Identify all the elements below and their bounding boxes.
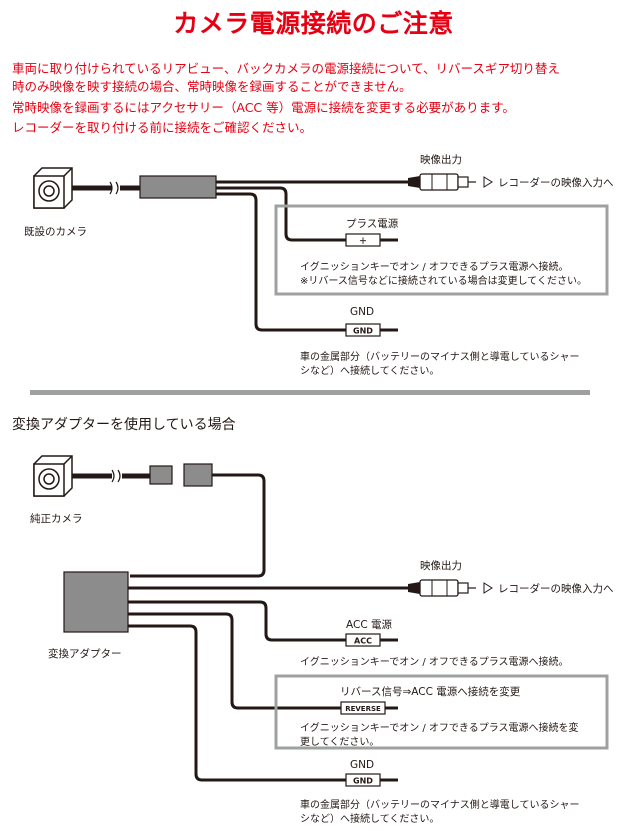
gnd-label: GND bbox=[350, 306, 375, 318]
acc-tag bbox=[345, 633, 381, 647]
acc-note: イグニッションキーでオン / オフできるプラス電源へ接続。 bbox=[300, 657, 569, 668]
arrow-right-icon-2 bbox=[483, 582, 493, 594]
page-title: カメラ電源接続のご注意 bbox=[173, 9, 454, 38]
caution-note-line-4: レコーダーを取り付ける前に接続をご確認ください。 bbox=[12, 120, 313, 135]
cable-break-mark bbox=[109, 181, 119, 195]
plus-tag-text: ＋ bbox=[359, 237, 367, 246]
gnd-tag bbox=[345, 323, 381, 337]
video-out-label: 映像出力 bbox=[420, 154, 462, 166]
section-divider bbox=[30, 390, 590, 395]
reverse-label: リバース信号⇒ACC 電源へ接続を変更 bbox=[340, 686, 521, 698]
gnd-note-2: シなど）へ接続してください。 bbox=[300, 366, 440, 377]
plus-power-frame bbox=[274, 204, 609, 296]
existing-camera-label: 既設のカメラ bbox=[24, 226, 87, 238]
oem-camera-icon bbox=[33, 455, 73, 497]
camera-plug bbox=[149, 465, 173, 485]
adapter-label: 変換アダプター bbox=[48, 648, 122, 660]
reverse-frame bbox=[274, 674, 609, 750]
cable-junction bbox=[139, 175, 217, 199]
plus-power-note-2: ※リバース信号などに接続されている場合は変更してください。 bbox=[300, 276, 587, 287]
acc-tag-text: ACC bbox=[354, 637, 372, 646]
diagram1-wires bbox=[216, 180, 408, 332]
gnd-note-1: 車の金属部分（バッテリーのマイナス側と導電しているシャー bbox=[300, 352, 580, 363]
plus-power-note-1: イグニッションキーでオン / オフできるプラス電源へ接続。 bbox=[300, 262, 569, 273]
acc-power-label: ACC 電源 bbox=[346, 619, 392, 631]
rca-video-connector-icon bbox=[408, 173, 476, 191]
adapter-input-cable bbox=[130, 473, 266, 578]
diagram2-wires bbox=[128, 586, 408, 782]
caution-note-line-1: 車両に取り付けられているリアビュー、バックカメラの電源接続について、リバースギア… bbox=[12, 61, 560, 76]
section-title: 変換アダプターを使用している場合 bbox=[12, 417, 236, 433]
rca-video-connector-icon-2 bbox=[408, 579, 476, 597]
reverse-tag-text: REVERSE bbox=[345, 705, 381, 713]
conversion-adapter bbox=[63, 571, 129, 633]
plus-tag bbox=[345, 233, 381, 247]
existing-camera-icon bbox=[33, 167, 73, 209]
gnd-tag-2-text: GND bbox=[353, 777, 373, 786]
caution-note-line-2: 時のみ映像を映す接続の場合、常時映像を録画することができません。 bbox=[12, 79, 412, 94]
recorder-input-label-2: レコーダーの映像入力へ bbox=[498, 583, 614, 595]
gnd-tag-text: GND bbox=[353, 327, 373, 336]
arrow-right-icon bbox=[483, 176, 493, 188]
oem-camera-label: 純正カメラ bbox=[30, 513, 83, 525]
gnd-note-2-2: シなど）へ接続してください。 bbox=[300, 814, 440, 825]
reverse-note-1: イグニッションキーでオン / オフできるプラス電源へ接続を変 bbox=[300, 723, 579, 734]
video-out-label-2: 映像出力 bbox=[420, 560, 462, 572]
caution-note-line-3: 常時映像を録画するにはアクセサリー（ACC 等）電源に接続を変更する必要がありま… bbox=[12, 100, 515, 115]
reverse-tag bbox=[340, 701, 386, 715]
recorder-input-label: レコーダーの映像入力へ bbox=[498, 177, 614, 189]
gnd-tag-2 bbox=[345, 773, 381, 787]
gnd-label-2: GND bbox=[350, 759, 375, 771]
gnd-note-2-1: 車の金属部分（バッテリーのマイナス側と導電しているシャー bbox=[300, 800, 580, 811]
reverse-note-2: 更してください。 bbox=[300, 737, 380, 748]
plus-power-label: プラス電源 bbox=[346, 218, 399, 230]
adapter-socket bbox=[183, 463, 213, 487]
